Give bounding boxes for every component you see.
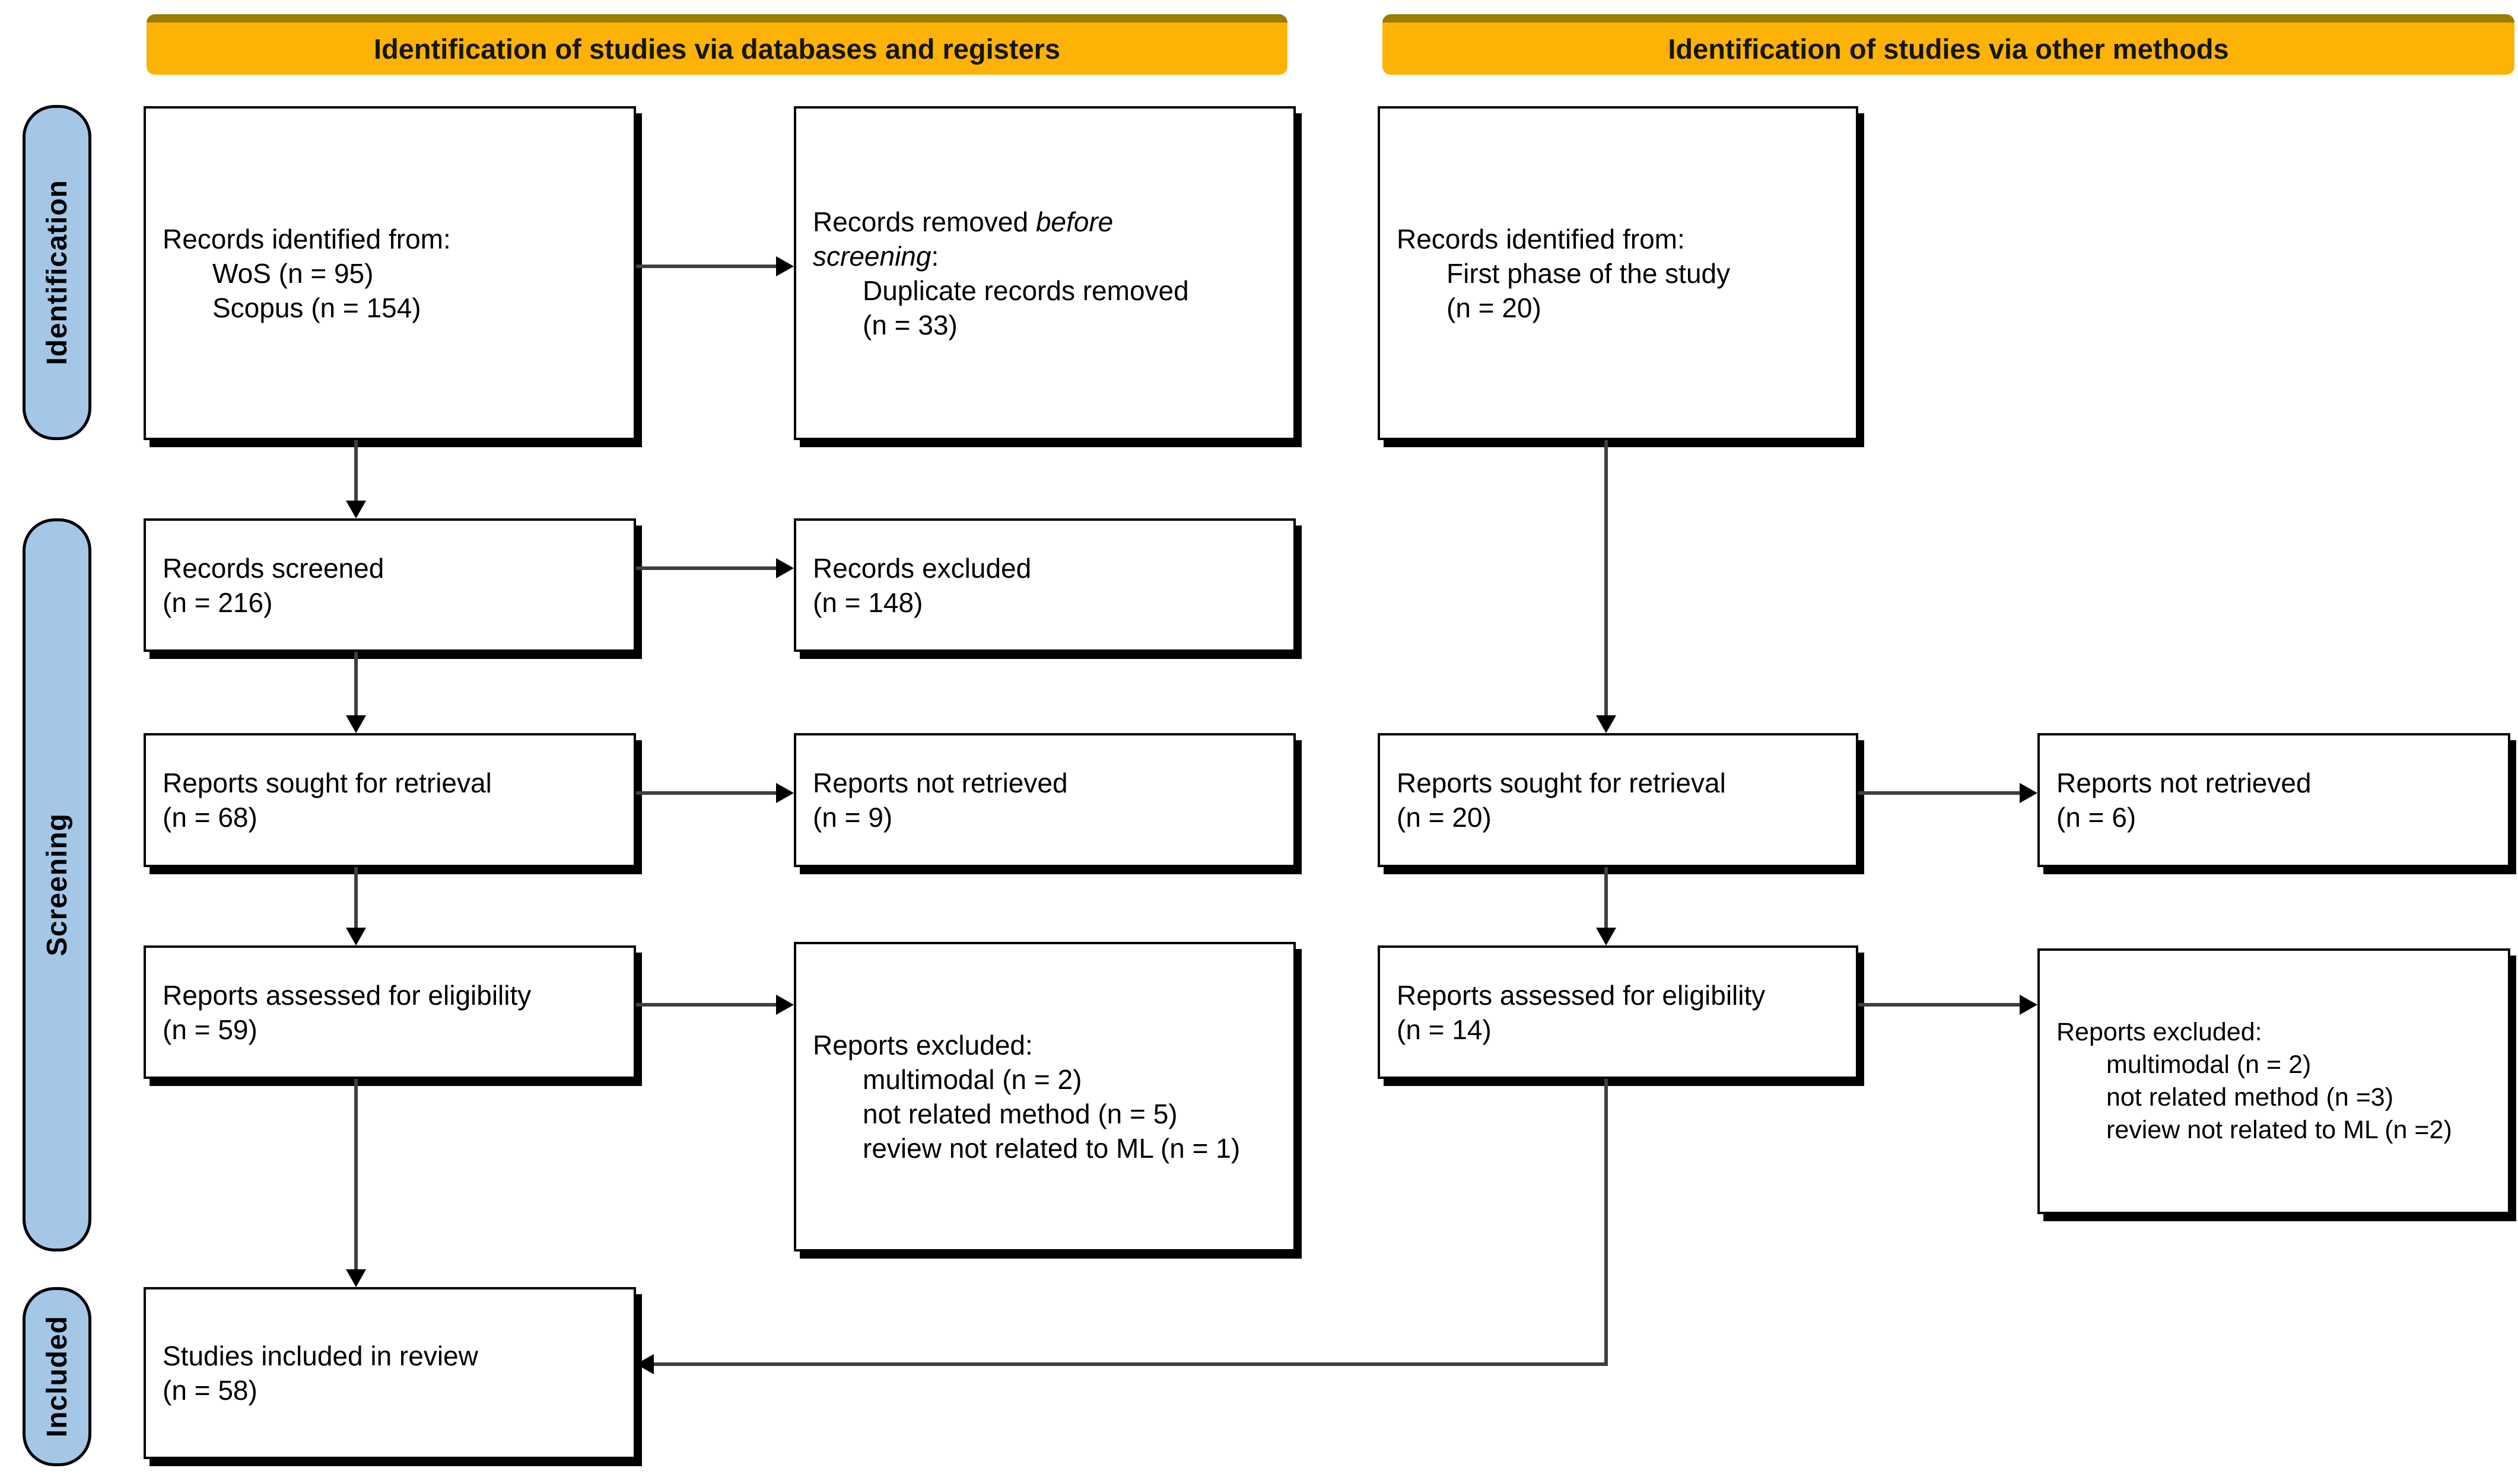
box-records-removed-before-screening: Records removed before screening: Duplic…: [794, 106, 1296, 440]
box-line: (n = 68): [163, 802, 257, 833]
stage-screening-text: Screening: [41, 813, 73, 957]
arrow-identified-to-screened-head: [346, 501, 366, 518]
box-reports-assessed-other: Reports assessed for eligibility (n = 14…: [1378, 945, 1858, 1079]
box-line: screening:: [813, 240, 939, 272]
arrow-screened-to-excluded-head: [776, 558, 794, 578]
stage-label-identification: Identification: [23, 105, 91, 440]
box-reports-sought-other: Reports sought for retrieval (n = 20): [1378, 733, 1858, 867]
arrow-into-studies-included-head: [636, 1354, 654, 1374]
arrow-identified-to-screened-line: [354, 440, 358, 501]
box-line: not related method (n =3): [2106, 1083, 2394, 1112]
banner-other-label: Identification of studies via other meth…: [1668, 33, 2229, 65]
box-line: Records identified from:: [163, 223, 451, 254]
box-line: Reports not retrieved: [813, 768, 1068, 798]
box-line: Duplicate records removed: [863, 275, 1189, 306]
arrow-assessed-to-included-head: [346, 1269, 366, 1287]
arrow-sought-other-to-notretrieved-line: [1858, 791, 2021, 795]
stage-label-screening: Screening: [23, 518, 91, 1251]
box-records-screened: Records screened (n = 216): [144, 518, 636, 652]
box-line: Records excluded: [813, 552, 1032, 584]
box-line: multimodal (n = 2): [863, 1064, 1082, 1095]
box-line: Reports assessed for eligibility: [1397, 979, 1766, 1011]
box-line: Reports excluded:: [2056, 1018, 2262, 1046]
stage-included-text: Included: [41, 1316, 73, 1438]
box-reports-excluded-other: Reports excluded: multimodal (n = 2) not…: [2037, 948, 2510, 1214]
arrow-assessed-other-elbow-vertical: [1604, 1079, 1608, 1366]
box-line: Reports sought for retrieval: [163, 768, 492, 798]
box-line: (n = 58): [163, 1375, 257, 1406]
box-reports-excluded-databases: Reports excluded: multimodal (n = 2) not…: [794, 942, 1296, 1251]
box-line: not related method (n = 5): [863, 1098, 1178, 1129]
arrow-assessed-other-to-excluded-line: [1858, 1003, 2021, 1007]
box-line: (n = 14): [1397, 1014, 1492, 1045]
box-line: Reports not retrieved: [2056, 768, 2312, 798]
box-line: review not related to ML (n = 1): [863, 1133, 1241, 1164]
box-line: Reports assessed for eligibility: [163, 979, 532, 1011]
box-line: (n = 9): [813, 802, 893, 833]
arrow-sought-to-assessed-head: [346, 928, 366, 945]
box-line: review not related to ML (n =2): [2106, 1116, 2452, 1144]
banner-other-methods: Identification of studies via other meth…: [1382, 14, 2514, 75]
box-line: WoS (n = 95): [212, 257, 374, 289]
box-line: Reports excluded:: [813, 1030, 1033, 1061]
box-line: (n = 148): [813, 587, 923, 618]
box-line: (n = 20): [1446, 292, 1541, 323]
arrow-assessed-to-included-line: [354, 1079, 358, 1269]
box-line: Scopus (n = 154): [212, 292, 421, 323]
box-line: multimodal (n = 2): [2106, 1050, 2312, 1079]
box-reports-assessed-databases: Reports assessed for eligibility (n = 59…: [144, 945, 636, 1079]
arrow-assessed-other-elbow-horizontal: [654, 1362, 1608, 1366]
arrow-assessed-to-excluded-head: [776, 995, 794, 1015]
box-records-excluded: Records excluded (n = 148): [794, 518, 1296, 652]
arrow-identified-other-to-sought-head: [1596, 715, 1616, 733]
arrow-screened-to-sought-head: [346, 715, 366, 733]
arrow-sought-other-to-assessed-head: [1596, 928, 1616, 945]
box-line: (n = 59): [163, 1014, 257, 1045]
box-records-identified-databases: Records identified from: WoS (n = 95) Sc…: [144, 106, 636, 440]
box-line: Records removed before: [813, 206, 1114, 237]
stage-label-included: Included: [23, 1287, 91, 1466]
box-line: (n = 216): [163, 587, 273, 618]
box-line: (n = 33): [863, 309, 958, 340]
box-line: (n = 6): [2056, 802, 2137, 833]
arrow-sought-other-to-notretrieved-head: [2020, 783, 2037, 803]
box-reports-not-retrieved-other: Reports not retrieved (n = 6): [2037, 733, 2510, 867]
arrow-identified-to-removed-line: [636, 265, 777, 268]
arrow-assessed-to-excluded-line: [636, 1003, 777, 1007]
arrow-identified-other-to-sought-line: [1604, 440, 1608, 715]
arrow-sought-to-assessed-line: [354, 867, 358, 928]
arrow-sought-to-notretrieved-head: [776, 783, 794, 803]
stage-identification-text: Identification: [41, 180, 73, 365]
arrow-screened-to-sought-line: [354, 652, 358, 715]
box-line: (n = 20): [1397, 802, 1492, 833]
box-line: Reports sought for retrieval: [1397, 768, 1726, 798]
banner-databases-registers: Identification of studies via databases …: [147, 14, 1287, 75]
arrow-screened-to-excluded-line: [636, 566, 777, 570]
box-line: Records screened: [163, 552, 384, 584]
arrow-sought-other-to-assessed-line: [1604, 867, 1608, 928]
box-line: Records identified from:: [1397, 223, 1685, 254]
box-reports-sought-databases: Reports sought for retrieval (n = 68): [144, 733, 636, 867]
box-line: Studies included in review: [163, 1340, 478, 1371]
banner-databases-label: Identification of studies via databases …: [373, 33, 1061, 65]
arrow-sought-to-notretrieved-line: [636, 791, 777, 795]
arrow-assessed-other-to-excluded-head: [2020, 995, 2037, 1015]
arrow-identified-to-removed-head: [776, 256, 794, 276]
box-reports-not-retrieved-databases: Reports not retrieved (n = 9): [794, 733, 1296, 867]
box-line: First phase of the study: [1446, 257, 1731, 289]
box-records-identified-other: Records identified from: First phase of …: [1378, 106, 1858, 440]
box-studies-included: Studies included in review (n = 58): [144, 1287, 636, 1459]
